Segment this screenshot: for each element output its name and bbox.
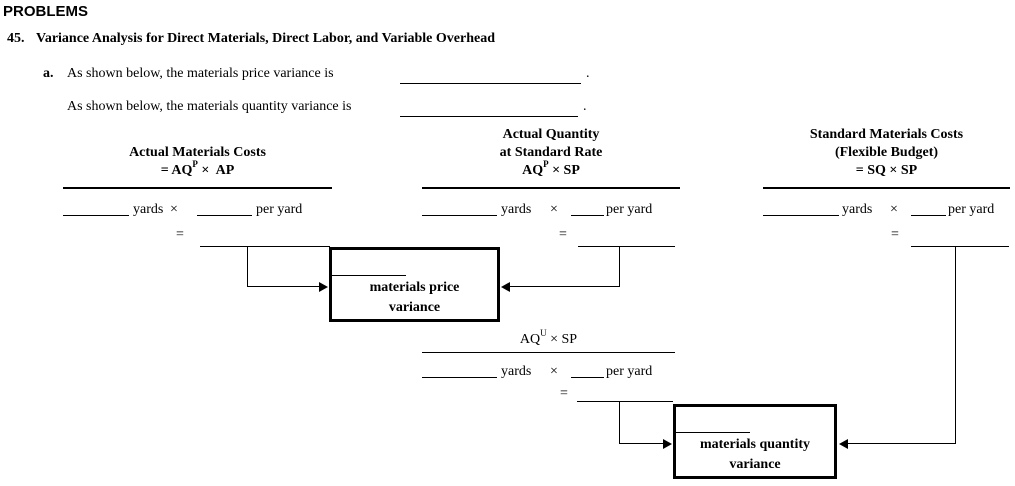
price-left-arrowhead-icon <box>319 282 328 292</box>
actual-cost-formula-pre: = AQ <box>160 163 193 178</box>
quantity-variance-label-line1: materials quantity <box>699 437 811 452</box>
aqu-formula-pre: AQ <box>519 332 541 347</box>
price-variance-amount-blank <box>332 275 406 276</box>
price-variance-answer-blank <box>400 70 581 84</box>
actual-cost-unit-label: yards <box>133 202 164 217</box>
section-title: PROBLEMS <box>3 3 89 20</box>
aq-standard-unit-label: yards <box>501 202 532 217</box>
price-variance-label-line2: variance <box>388 300 441 315</box>
actual-cost-equals-sign: = <box>176 227 184 242</box>
flexible-budget-per-unit-label: per yard <box>948 202 995 217</box>
quantity-variance-answer-blank <box>400 103 578 117</box>
actual-cost-formula-post: × AP <box>197 163 235 178</box>
actual-cost-price-blank <box>197 202 252 216</box>
aq-standard-per-unit-label: per yard <box>606 202 653 217</box>
quantity-left-arrowhead-icon <box>663 439 672 449</box>
aq-standard-formula: AQP × SP <box>422 160 680 179</box>
actual-cost-per-unit-label: per yard <box>256 202 303 217</box>
aq-standard-times-sign: × <box>550 202 558 217</box>
quantity-statement-period: . <box>583 99 587 114</box>
problem-number: 45. <box>7 31 25 46</box>
aq-standard-header-line1: Actual Quantity <box>502 127 600 142</box>
flexible-budget-formula: = SQ × SP <box>855 163 918 178</box>
price-variance-label: materials price variance <box>332 278 497 318</box>
actual-cost-times-sign: × <box>170 202 178 217</box>
aqu-quantity-blank <box>422 364 497 378</box>
aqu-rate-blank <box>571 364 604 378</box>
actual-cost-header: Actual Materials Costs <box>129 145 266 160</box>
flexible-budget-header-line2: (Flexible Budget) <box>834 145 939 160</box>
problem-title: Variance Analysis for Direct Materials, … <box>36 31 495 46</box>
quantity-variance-amount-blank <box>676 432 750 433</box>
price-right-connector-horizontal <box>510 286 620 287</box>
item-letter: a. <box>43 66 54 81</box>
price-left-connector-horizontal <box>247 286 320 287</box>
aq-standard-formula-post: × SP <box>548 163 580 178</box>
actual-cost-total-blank <box>200 246 330 247</box>
aq-standard-total-blank <box>578 246 675 247</box>
flexible-budget-times-sign: × <box>890 202 898 217</box>
aqu-total-blank <box>577 401 673 402</box>
price-left-connector-vertical <box>247 246 248 287</box>
actual-cost-formula-superscript: P <box>192 159 198 170</box>
flexible-budget-header-line1: Standard Materials Costs <box>809 127 964 142</box>
aqu-formula: AQU × SP <box>422 329 675 348</box>
price-right-arrowhead-icon <box>501 282 510 292</box>
quantity-variance-label: materials quantity variance <box>676 435 834 475</box>
price-variance-statement: As shown below, the materials price vari… <box>67 66 334 81</box>
aq-standard-formula-superscript: P <box>543 159 549 170</box>
materials-price-variance-box: materials price variance <box>329 247 500 322</box>
aq-standard-formula-pre: AQ <box>522 163 544 178</box>
flexible-budget-quantity-blank <box>763 202 839 216</box>
aqu-formula-post: × SP <box>546 332 578 347</box>
aq-standard-quantity-blank <box>422 202 497 216</box>
materials-quantity-variance-box: materials quantity variance <box>673 404 837 479</box>
aq-standard-rate-blank <box>571 202 604 216</box>
aqu-per-unit-label: per yard <box>606 364 653 379</box>
aqu-times-sign: × <box>550 364 558 379</box>
quantity-variance-statement: As shown below, the materials quantity v… <box>67 99 352 114</box>
quantity-variance-label-line2: variance <box>729 457 781 472</box>
quantity-left-connector-vertical <box>619 401 620 444</box>
quantity-right-connector-vertical <box>955 246 956 444</box>
flexible-budget-equals-sign: = <box>891 227 899 242</box>
actual-cost-quantity-blank <box>63 202 129 216</box>
aqu-rule <box>422 352 675 353</box>
actual-cost-formula: = AQP × AP <box>63 160 332 179</box>
flexible-budget-unit-label: yards <box>842 202 873 217</box>
quantity-left-connector-horizontal <box>619 443 664 444</box>
flexible-budget-rule <box>763 187 1010 189</box>
aq-standard-header-line2: at Standard Rate <box>499 145 603 160</box>
flexible-budget-rate-blank <box>911 202 946 216</box>
quantity-right-arrowhead-icon <box>839 439 848 449</box>
price-variance-label-line1: materials price <box>369 280 460 295</box>
aqu-unit-label: yards <box>501 364 532 379</box>
price-statement-period: . <box>586 66 590 81</box>
aq-standard-equals-sign: = <box>559 227 567 242</box>
aqu-formula-superscript: U <box>540 328 547 339</box>
price-right-connector-vertical <box>619 246 620 287</box>
aq-standard-rule <box>422 187 680 189</box>
aqu-equals-sign: = <box>560 386 568 401</box>
flexible-budget-total-blank <box>911 246 1009 247</box>
quantity-right-connector-horizontal <box>848 443 956 444</box>
actual-cost-rule <box>63 187 332 189</box>
